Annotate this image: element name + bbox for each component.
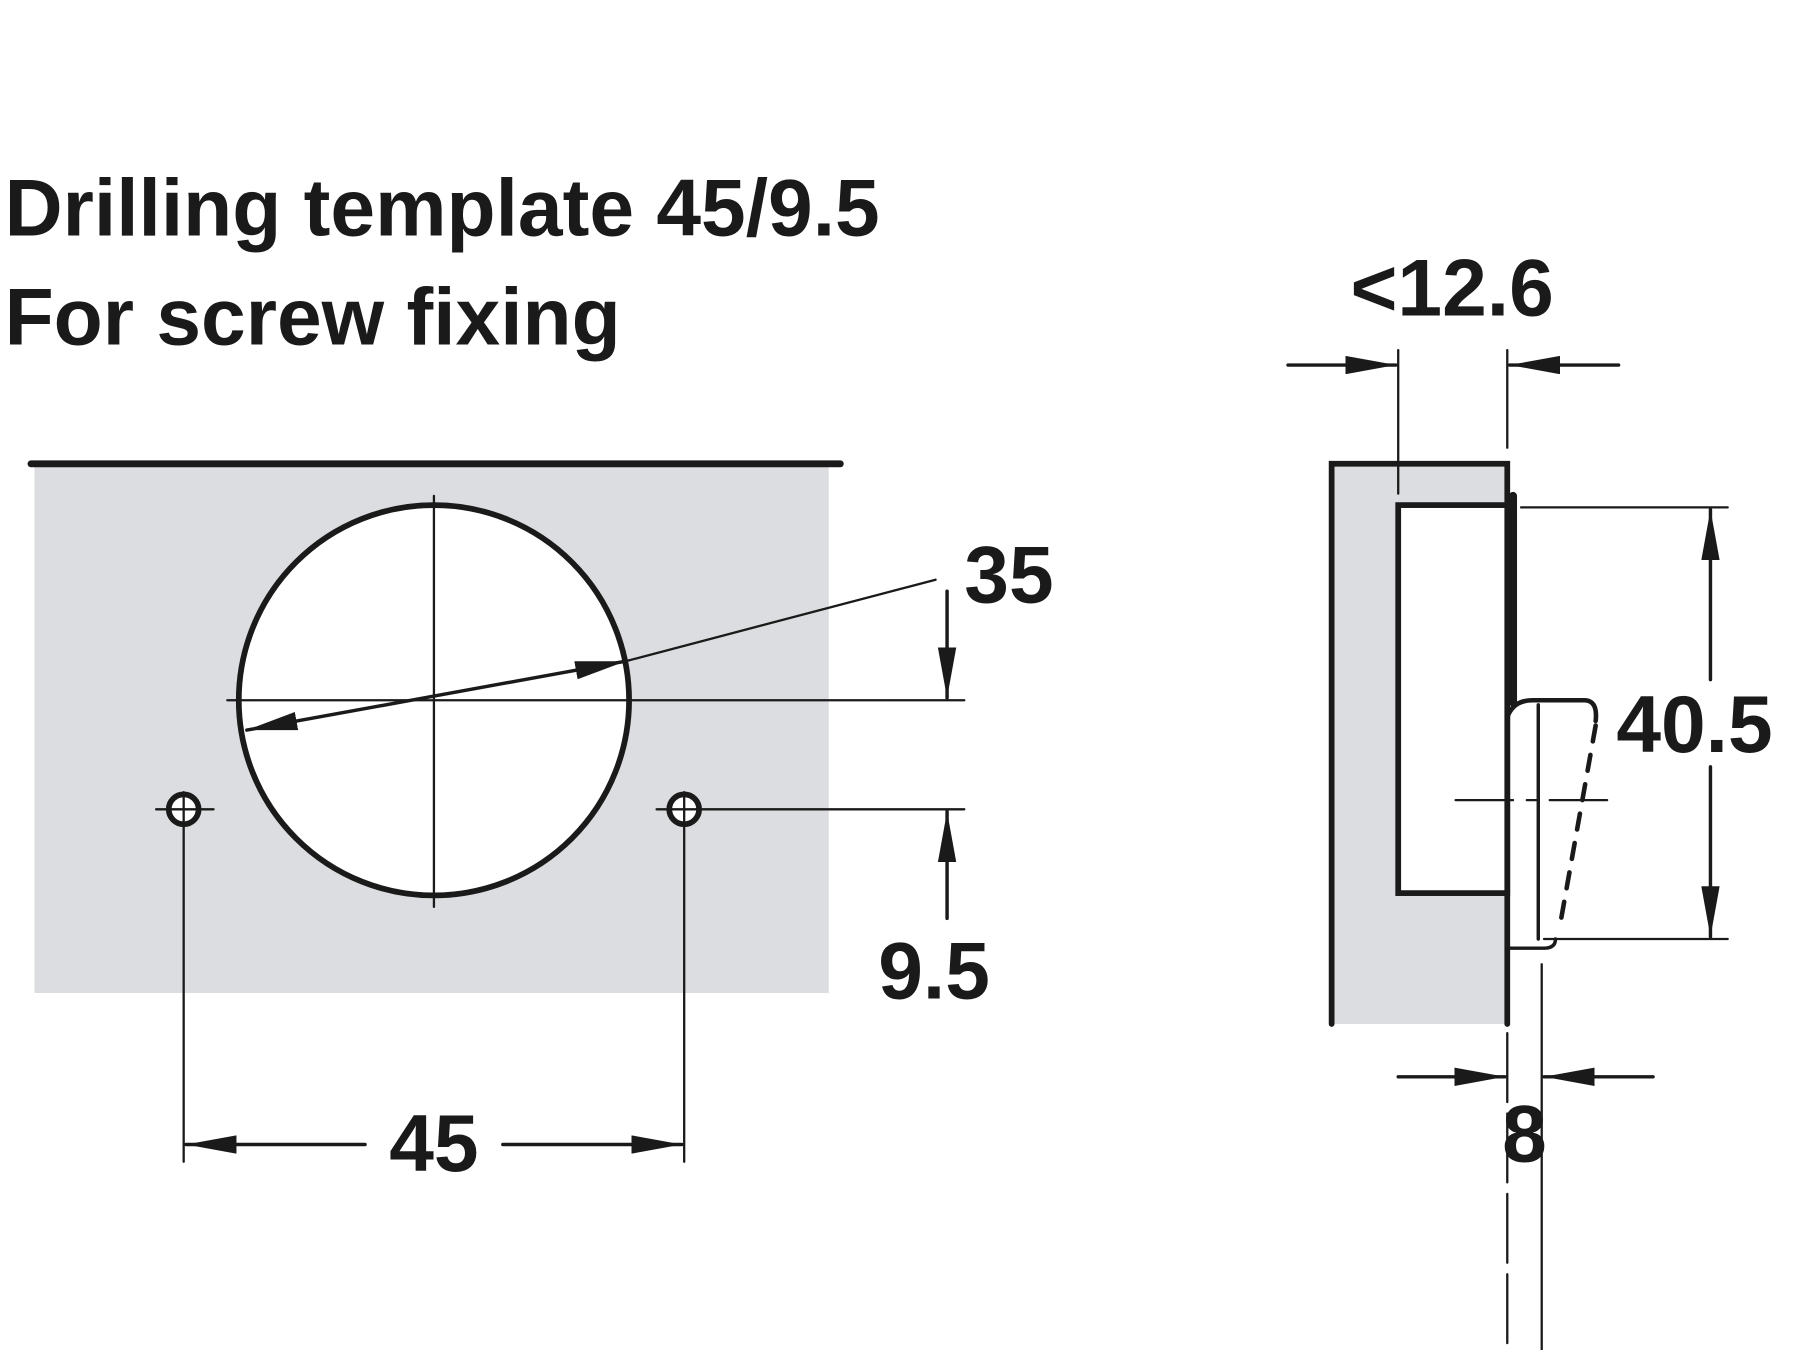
door-front-view: 35 9.5 45 (27, 460, 1054, 1189)
hinge-open-position (1558, 723, 1598, 921)
title-line-2: For screw fixing (5, 272, 621, 362)
dimension-hole-spacing: 45 (389, 1099, 478, 1189)
diameter-arrow (245, 659, 628, 732)
dimension-overlay: 8 (1502, 1090, 1547, 1180)
title-line-1: Drilling template 45/9.5 (5, 163, 880, 253)
hinge-arm-bottom (1505, 937, 1558, 950)
dimension-plate-height: 40.5 (1616, 680, 1772, 770)
dimension-cup-diameter: 35 (964, 531, 1053, 621)
dimension-max-depth: <12.6 (1351, 244, 1554, 334)
diameter-leader (624, 578, 937, 663)
dimension-hole-offset: 9.5 (878, 927, 990, 1017)
hinge-arm (1504, 697, 1599, 724)
door-side-section: <12.6 40.5 8 (1286, 244, 1773, 1350)
cup-recess (1395, 502, 1511, 896)
